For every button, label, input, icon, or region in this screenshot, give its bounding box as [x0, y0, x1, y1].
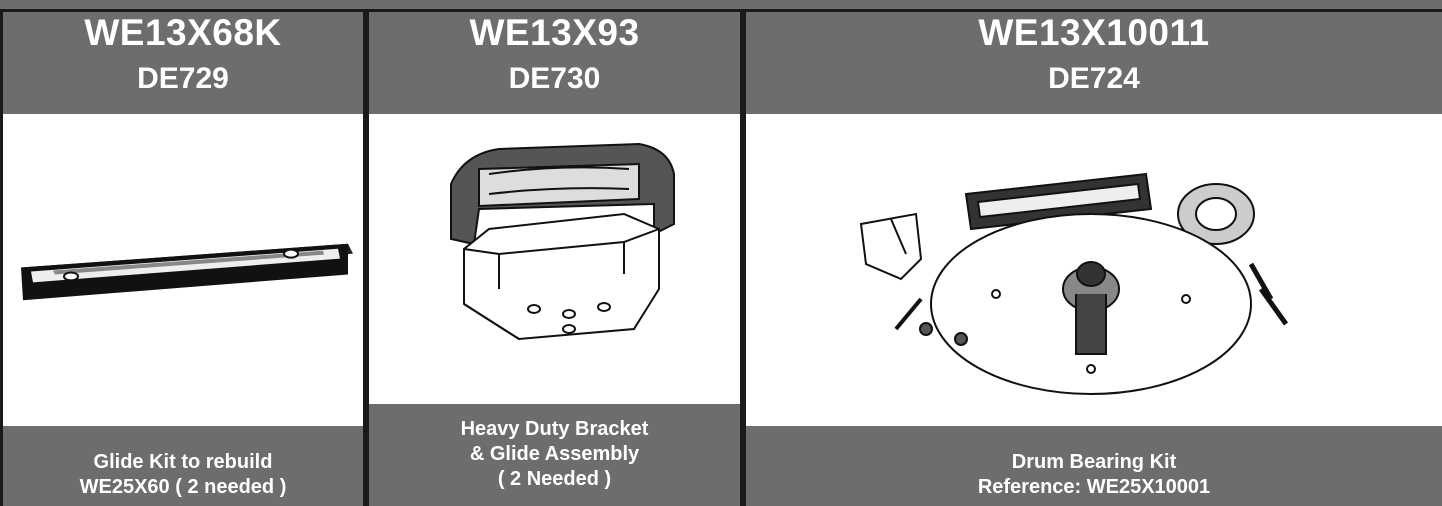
description-line-2: WE25X60 ( 2 needed ) — [79, 476, 287, 498]
product-description: Heavy Duty Bracket & Glide Assembly ( 2 … — [369, 404, 740, 506]
glide-bar-illustration-icon — [21, 243, 353, 301]
product-header: WE13X93 DE730 — [369, 12, 740, 112]
product-card-3: WE13X10011 DE724 — [746, 12, 1442, 506]
product-description: Glide Kit to rebuild WE25X60 ( 2 needed … — [3, 426, 363, 506]
product-card-2: WE13X93 DE730 — [369, 12, 740, 506]
product-image — [369, 114, 740, 404]
part-number: WE13X10011 — [978, 12, 1210, 53]
bracket-glide-assembly-illustration-icon — [450, 142, 675, 341]
description-line-3: ( 2 Needed ) — [497, 467, 612, 490]
description-line-2: Reference: WE25X10001 — [977, 476, 1211, 498]
description-line-1: Heavy Duty Bracket — [460, 417, 649, 440]
model-number: DE724 — [1048, 62, 1140, 95]
description-line-1: Glide Kit to rebuild — [93, 451, 273, 473]
model-number: DE730 — [508, 62, 601, 95]
product-image — [746, 114, 1442, 426]
description-line-1: Drum Bearing Kit — [1011, 451, 1177, 473]
description-line-2: & Glide Assembly — [469, 442, 640, 465]
product-image — [3, 114, 363, 426]
drum-bearing-kit-illustration-icon — [859, 172, 1289, 395]
product-card-1: WE13X68K DE729 Glide Kit to rebuild WE25… — [3, 12, 363, 506]
product-header: WE13X10011 DE724 — [746, 12, 1442, 112]
model-number: DE729 — [137, 62, 229, 95]
part-number: WE13X68K — [84, 12, 282, 53]
product-header: WE13X68K DE729 — [3, 12, 363, 112]
product-description: Drum Bearing Kit Reference: WE25X10001 — [746, 426, 1442, 506]
top-bar — [0, 0, 1442, 12]
part-number: WE13X93 — [469, 12, 640, 53]
